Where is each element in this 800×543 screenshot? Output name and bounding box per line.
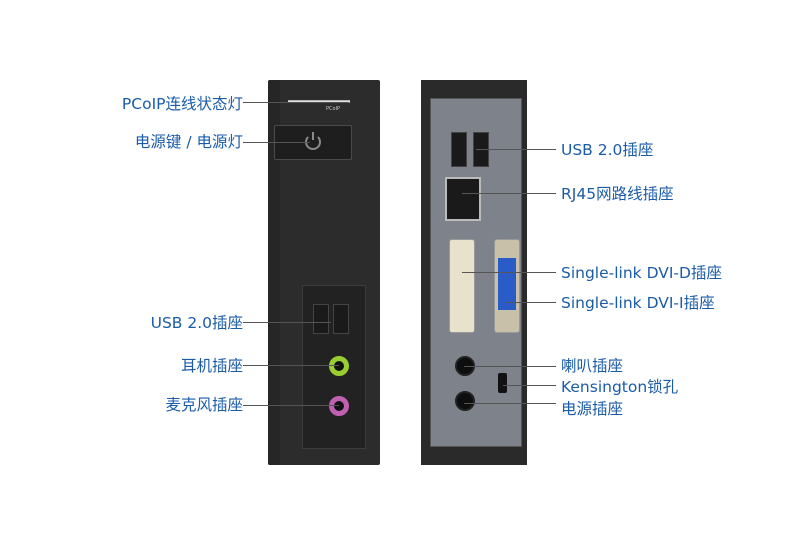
label-kensington: Kensington锁孔 [561,378,679,396]
label-rj45: RJ45网路线插座 [561,185,674,203]
label-pcoip-led: PCoIP连线状态灯 [121,95,243,113]
leader-line [243,102,349,103]
label-power-button: 电源键 / 电源灯 [134,133,243,151]
leader-line [506,302,556,303]
microphone-jack [329,396,349,416]
leader-line [464,403,556,404]
label-back-usb: USB 2.0插座 [561,141,654,159]
front-view-device: PCoIP [268,80,380,465]
leader-line [464,366,556,367]
dvi-i-port [494,239,520,333]
leader-line [243,405,339,406]
leader-line [243,322,331,323]
usb-port [313,304,329,334]
label-speaker: 喇叭插座 [561,357,624,375]
leader-line [462,272,556,273]
label-dvi-i: Single-link DVI-I插座 [561,294,715,312]
label-microphone: 麦克风插座 [165,396,243,414]
power-jack [455,391,475,411]
kensington-lock-slot [498,373,507,393]
usb-port [451,132,467,167]
label-power-jack: 电源插座 [561,400,624,418]
pcoip-led-bar [288,100,350,103]
leader-line [243,365,339,366]
label-front-usb: USB 2.0插座 [150,314,243,332]
leader-line [476,149,556,150]
dvi-d-port [449,239,475,333]
label-headphone: 耳机插座 [180,357,243,375]
leader-line [243,142,310,143]
front-port-panel [302,285,366,449]
pcoip-mark: PCoIP [326,106,341,112]
leader-line [503,385,556,386]
label-dvi-d: Single-link DVI-D插座 [561,264,722,282]
leader-line [462,193,556,194]
usb-port [333,304,349,334]
rj45-port [445,177,481,221]
headphone-jack [329,356,349,376]
